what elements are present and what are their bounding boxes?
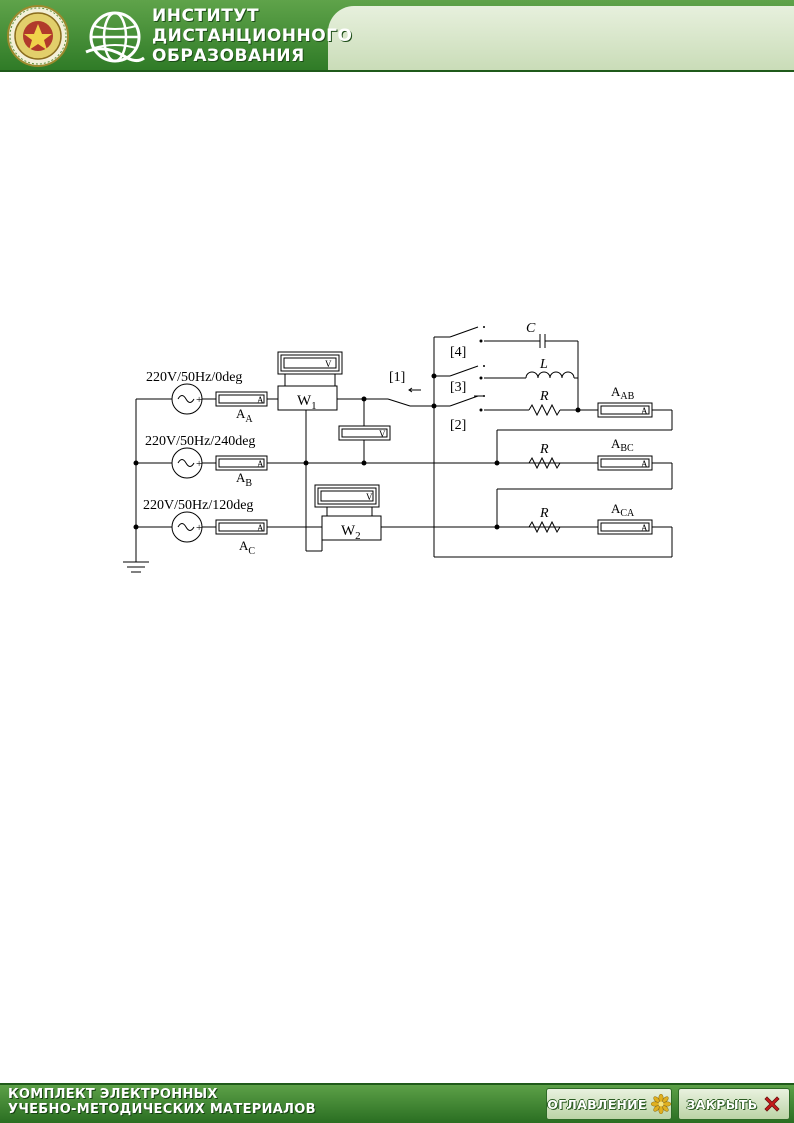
header-light-panel [328,6,794,72]
switch-label-2: [2] [450,418,466,433]
star-flower-icon [650,1094,671,1114]
ammeter-ca-label: ACA [611,501,635,519]
ammeter-b: A [215,455,268,471]
ammeter-a: A [215,391,268,407]
svg-text:+: + [196,394,202,406]
close-button[interactable]: ЗАКРЫТЬ [678,1088,790,1120]
kit-title: КОМПЛЕКТ ЭЛЕКТРОННЫХ УЧЕБНО-МЕТОДИЧЕСКИХ… [8,1087,316,1117]
ammeter-ab-label: AAB [611,384,635,402]
header-rule [0,70,794,72]
svg-text:W2: W2 [341,523,361,542]
ammeter-ab: A [597,402,653,418]
svg-text:+: + [196,522,202,534]
inductor-label: L [539,357,548,372]
capacitor-label: C [526,321,536,336]
svg-text:A: A [641,459,648,469]
ac-source-c: + [171,511,203,543]
voltmeter: V [338,425,391,441]
svg-text:A: A [257,395,264,405]
toc-button[interactable]: ОГЛАВЛЕНИЕ [546,1088,672,1120]
switch-label-1: [1] [389,370,405,385]
svg-text:V: V [379,429,386,439]
switch-label-4: [4] [450,345,466,360]
ammeter-a-label: AA [236,406,253,425]
ac-source-a: + [171,383,203,415]
institute-title-line: ДИСТАНЦИОННОГО [152,26,353,46]
source-label-b: 220V/50Hz/240deg [145,434,255,449]
ammeter-bc-label: ABC [611,436,634,454]
resistor-ca-label: R [539,506,549,521]
toc-button-label: ОГЛАВЛЕНИЕ [547,1096,647,1112]
footer-bar: КОМПЛЕКТ ЭЛЕКТРОННЫХ УЧЕБНО-МЕТОДИЧЕСКИХ… [0,1083,794,1123]
kit-title-line: КОМПЛЕКТ ЭЛЕКТРОННЫХ [8,1087,218,1102]
switch-label-3: [3] [450,380,466,395]
resistor-bc-label: R [539,442,549,457]
svg-text:A: A [257,459,264,469]
svg-text:W1: W1 [297,393,317,412]
wattmeter-w1: V W1 [277,351,343,412]
red-x-icon [763,1096,780,1112]
svg-text:A: A [641,406,648,416]
ac-source-b: + [171,447,203,479]
ammeter-bc: A [597,455,653,471]
circuit-schematic: + + + 220V/50Hz/0deg 220V/50Hz/240deg 22… [123,321,673,573]
ammeter-c-label: AC [239,538,255,557]
globe-logo-icon [85,11,145,63]
resistor-ab-label: R [539,389,549,404]
svg-text:+: + [196,458,202,470]
source-label-a: 220V/50Hz/0deg [146,370,242,385]
svg-text:A: A [641,523,648,533]
svg-text:V: V [366,492,373,502]
footer-rule [0,1083,794,1085]
ammeter-ca: A [597,519,653,535]
ammeter-c: A [215,519,268,535]
svg-text:V: V [325,359,332,369]
ground-symbol [123,560,149,573]
source-label-c: 220V/50Hz/120deg [143,498,253,513]
close-button-label: ЗАКРЫТЬ [686,1096,758,1112]
university-emblem-icon [7,5,69,67]
ammeter-b-label: AB [236,470,252,489]
institute-title-line: ОБРАЗОВАНИЯ [152,46,305,66]
header-banner: ИНСТИТУТ ДИСТАНЦИОННОГО ОБРАЗОВАНИЯ [0,0,794,72]
wattmeter-w2: V W2 [314,484,382,542]
institute-title: ИНСТИТУТ ДИСТАНЦИОННОГО ОБРАЗОВАНИЯ [152,6,353,66]
institute-title-line: ИНСТИТУТ [152,6,260,26]
svg-text:A: A [257,523,264,533]
kit-title-line: УЧЕБНО-МЕТОДИЧЕСКИХ МАТЕРИАЛОВ [8,1102,316,1117]
